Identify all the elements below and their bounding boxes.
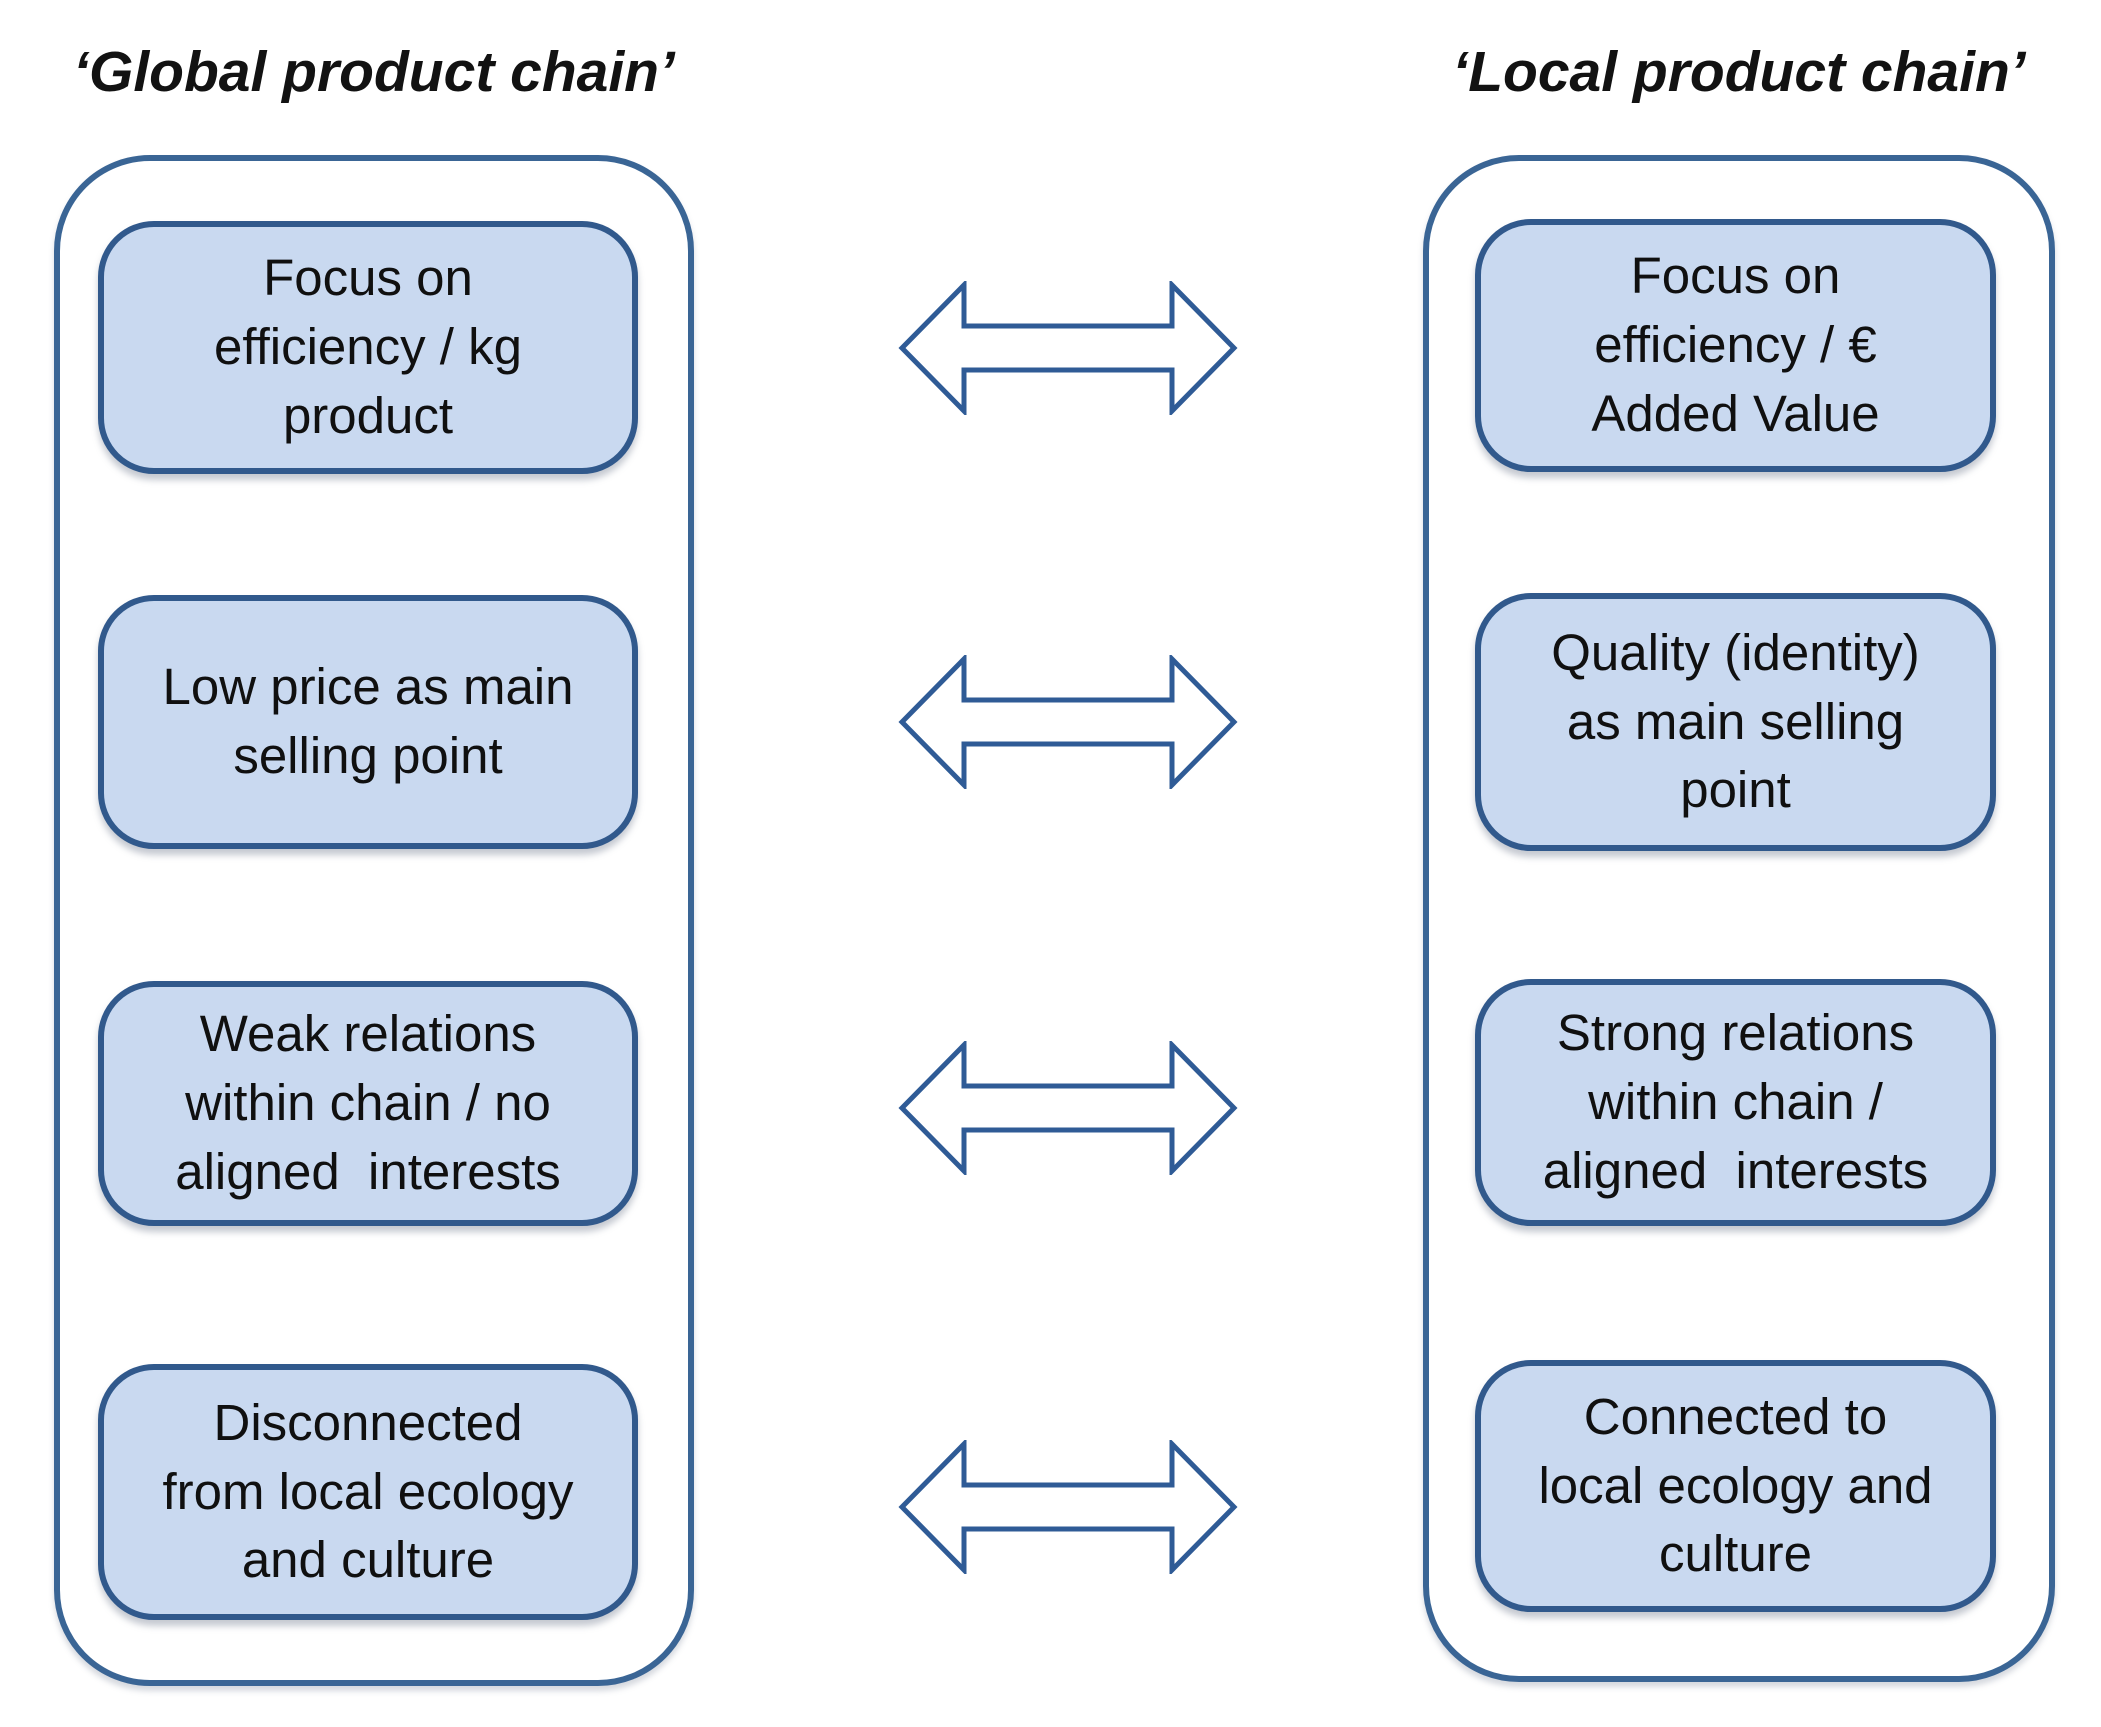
double-arrow-icon — [898, 655, 1238, 789]
left-column-title: ‘Global product chain’ — [73, 40, 675, 104]
global-chain-box-1: Focus on efficiency / kg product — [98, 221, 638, 474]
double-arrow — [898, 1041, 1238, 1175]
local-chain-box-4: Connected to local ecology and culture — [1475, 1360, 1996, 1612]
double-arrow — [898, 1440, 1238, 1574]
double-arrow-icon — [898, 1440, 1238, 1574]
local-chain-box-2: Quality (identity) as main selling point — [1475, 593, 1996, 851]
double-arrow-icon — [898, 1041, 1238, 1175]
global-chain-box-3: Weak relations within chain / no aligned… — [98, 981, 638, 1226]
local-chain-box-1: Focus on efficiency / € Added Value — [1475, 219, 1996, 472]
double-arrow-icon — [898, 281, 1238, 415]
global-chain-box-2: Low price as main selling point — [98, 595, 638, 849]
global-chain-box-4: Disconnected from local ecology and cult… — [98, 1364, 638, 1620]
double-arrow — [898, 655, 1238, 789]
right-column-title: ‘Local product chain’ — [1452, 40, 2026, 104]
double-arrow — [898, 281, 1238, 415]
local-chain-box-3: Strong relations within chain / aligned … — [1475, 979, 1996, 1226]
